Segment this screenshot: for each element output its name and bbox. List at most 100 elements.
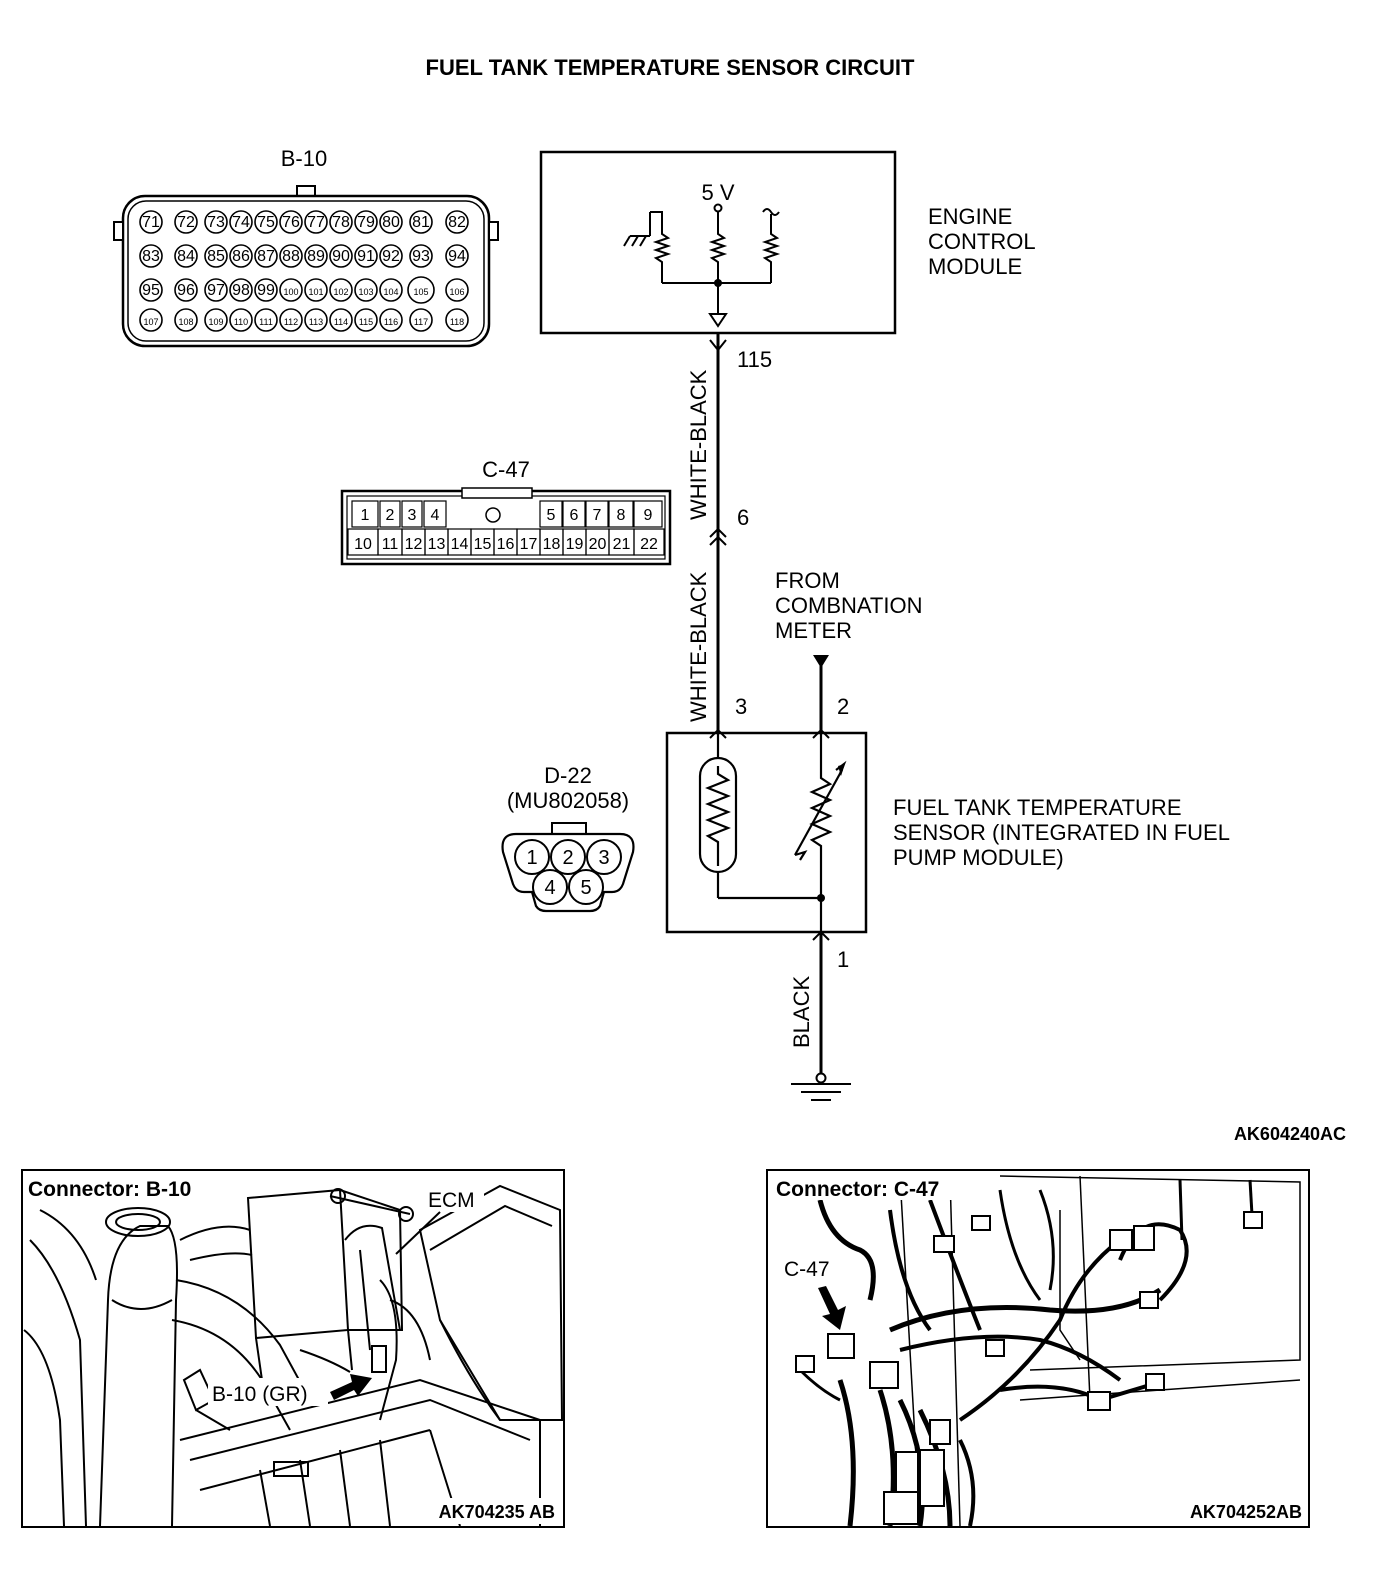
ecm-box: ENGINE CONTROL MODULE 5 V <box>539 150 1036 335</box>
diagram-title: FUEL TANK TEMPERATURE SENSOR CIRCUIT <box>426 55 915 80</box>
connector-b10-pin <box>445 244 469 268</box>
connector-c47-pin-label: 1 <box>361 507 370 524</box>
connector-b10-pin <box>379 308 403 332</box>
connector-b10-pin <box>254 278 278 302</box>
connector-b10-pin-label: 90 <box>332 248 350 265</box>
photo-left-code: AK704235 AB <box>439 1502 555 1522</box>
connector-b10-pin-label: 85 <box>207 248 225 265</box>
connector-c47-pin <box>633 528 665 556</box>
connector-b10-pin <box>379 244 403 268</box>
photo-left-caption: Connector: B-10 <box>28 1178 191 1201</box>
connector-b10-pin-label: 112 <box>284 317 298 327</box>
connector-c47-pin-label: 2 <box>386 507 395 524</box>
connector-b10-pin <box>204 210 228 234</box>
connector-b10-pin <box>354 244 378 268</box>
connector-b10-pin <box>409 244 433 268</box>
diagram-code: AK604240AC <box>1234 1124 1346 1144</box>
connector-b10-pin-label: 97 <box>207 282 225 299</box>
connector-b10-pin-label: 99 <box>257 282 275 299</box>
connector-b10-pin-label: 73 <box>207 214 225 231</box>
connector-c47-pin <box>539 500 563 528</box>
connector-d22-pin <box>514 839 550 875</box>
ecm-label-line2: CONTROL <box>928 229 1036 254</box>
connector-b10-pin-label: 102 <box>333 287 348 297</box>
connector-d22-pin <box>550 839 586 875</box>
connector-b10-pin-label: 87 <box>257 248 275 265</box>
connector-d22-pin-label: 5 <box>580 877 591 899</box>
connector-b10-pin <box>279 244 303 268</box>
connector-b10-pin <box>379 278 403 302</box>
wire-color-upper: WHITE-BLACK <box>686 369 711 520</box>
connector-b10-pin <box>174 210 198 234</box>
photo-right-code: AK704252AB <box>1190 1502 1302 1522</box>
connector-b10-pin <box>304 244 328 268</box>
combination-meter-line1: FROM <box>775 568 840 593</box>
fuel-tank-temperature-sensor: FUEL TANK TEMPERATURE SENSOR (INTEGRATED… <box>665 731 1230 934</box>
connector-b10-pin-label: 86 <box>232 248 250 265</box>
connector-b10-pin <box>354 308 378 332</box>
connector-c47-pin-label: 15 <box>474 536 492 553</box>
connector-d22-pin <box>586 839 622 875</box>
connector-b10-pin-label: 79 <box>357 214 375 231</box>
connector-b10-pin-label: 94 <box>448 248 466 265</box>
ground-wire: 1 BLACK <box>789 930 851 1101</box>
connector-c47-pin <box>351 500 379 528</box>
connector-b10-pin <box>174 244 198 268</box>
c47-pin-6: 6 <box>737 505 749 530</box>
connector-b10-pin <box>407 276 435 304</box>
connector-c47-pin-label: 5 <box>547 507 556 524</box>
connector-c47-pin-label: 17 <box>520 536 538 553</box>
connector-b10-pin-label: 89 <box>307 248 325 265</box>
ecm-label-line1: ENGINE <box>928 204 1012 229</box>
connector-b10-pin-label: 116 <box>384 317 398 327</box>
connector-b10-pin-label: 111 <box>259 317 273 327</box>
connector-c47-pin <box>401 500 423 528</box>
connector-b10-pin-label: 106 <box>449 287 464 297</box>
connector-b10-pin <box>409 308 433 332</box>
connector-c47-pin-label: 14 <box>451 536 469 553</box>
connector-c47-pin-label: 13 <box>428 536 446 553</box>
connector-b10-pin <box>409 210 433 234</box>
connector-b10-pin <box>304 210 328 234</box>
connector-b10-pin <box>139 308 163 332</box>
connector-d22-pin <box>568 869 604 905</box>
connector-b10-pin-label: 82 <box>448 214 466 231</box>
connector-b10-pin <box>279 278 303 302</box>
sensor-pin-1: 1 <box>837 947 849 972</box>
connector-b10-pin-label: 74 <box>232 214 250 231</box>
connector-b10-pin-label: 108 <box>178 317 193 327</box>
connector-b10-pin-label: 83 <box>142 248 160 265</box>
connector-b10-pin-label: 114 <box>334 317 348 327</box>
connector-b10-pin <box>139 278 163 302</box>
connector-b10-pin-label: 72 <box>177 214 195 231</box>
connector-b10-pin <box>204 244 228 268</box>
connector-c47-pin <box>379 500 401 528</box>
connector-b10-pin-label: 84 <box>177 248 195 265</box>
connector-c47-pin <box>633 500 663 528</box>
connector-b10-pin-label: 91 <box>357 248 375 265</box>
connector-c47-pin-label: 18 <box>543 536 561 553</box>
connector-c47-pin-label: 10 <box>354 536 372 553</box>
connector-b10-pin <box>445 278 469 302</box>
sensor-label-line1: FUEL TANK TEMPERATURE <box>893 795 1182 820</box>
ecm-voltage-label: 5 V <box>701 180 734 205</box>
connector-b10-pin-label: 104 <box>383 287 398 297</box>
connector-b10-pin <box>204 308 228 332</box>
connector-b10-pin <box>445 308 469 332</box>
connector-d22-part-number: (MU802058) <box>507 788 629 813</box>
connector-b10-pin <box>229 244 253 268</box>
connector-b10-pin <box>329 244 353 268</box>
connector-c47-pin-label: 21 <box>613 536 631 553</box>
connector-c47-pin-label: 20 <box>589 536 607 553</box>
connector-b10-pin <box>279 210 303 234</box>
connector-b10-pin <box>329 278 353 302</box>
connector-b10-pin-label: 96 <box>177 282 195 299</box>
connector-b10-pin-label: 76 <box>282 214 300 231</box>
connector-b10-pin-label: 103 <box>358 287 373 297</box>
connector-b10-pin-label: 80 <box>382 214 400 231</box>
connector-b10-pin-label: 101 <box>308 287 323 297</box>
